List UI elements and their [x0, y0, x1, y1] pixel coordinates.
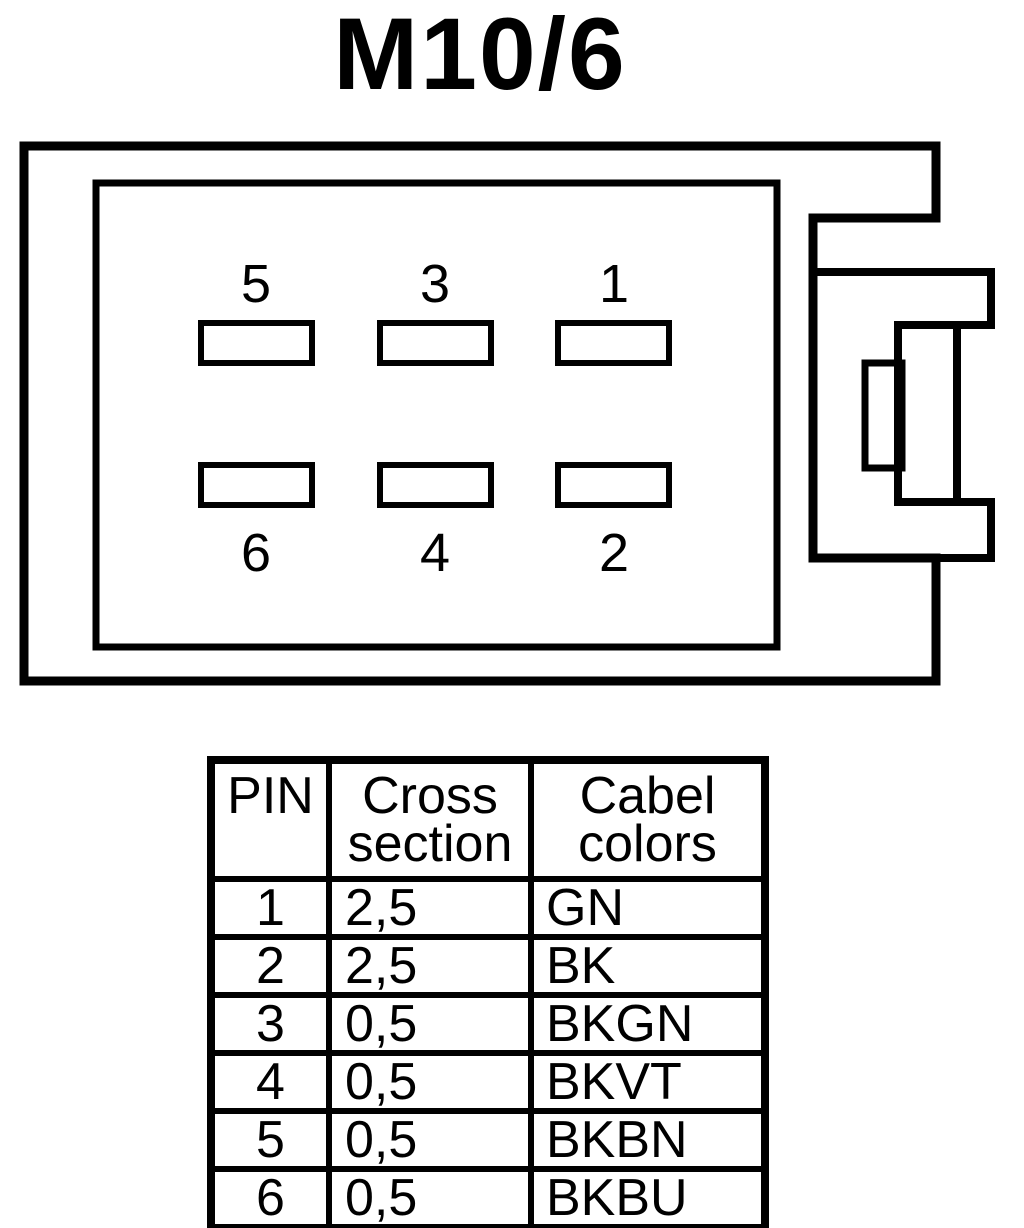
keying-slot-inner [861, 359, 906, 472]
cross-section-cell: 0,5 [326, 1166, 534, 1228]
cross-section-cell: 0,5 [326, 992, 534, 1056]
cable-color-cell: BKVT [528, 1050, 768, 1114]
pin-table: PIN Cross section Cabel colors 1 2,5 GN … [207, 756, 769, 1228]
cross-section-cell: 0,5 [326, 1050, 534, 1114]
connector-face-diagram: 5 3 1 6 4 2 [19, 141, 995, 686]
table-row: 3 0,5 BKGN [208, 992, 768, 1056]
keying-slot-outer [894, 321, 961, 506]
table-row: 6 0,5 BKBU [208, 1166, 768, 1228]
pin-label: 3 [420, 254, 450, 314]
cable-color-cell: BKGN [528, 992, 768, 1056]
pin-number-cell: 6 [208, 1166, 332, 1228]
connector-title: M10/6 [333, 0, 627, 111]
keying-protrusion-outline [813, 268, 995, 562]
table-header-row: PIN Cross section Cabel colors [208, 757, 768, 882]
table-row: 4 0,5 BKVT [208, 1050, 768, 1114]
cross-section-cell: 2,5 [326, 934, 534, 998]
pin-number-cell: 3 [208, 992, 332, 1056]
pin-slot-2 [555, 462, 672, 508]
pin-label: 4 [420, 523, 450, 583]
table-row: 1 2,5 GN [208, 876, 768, 940]
table-row: 2 2,5 BK [208, 934, 768, 998]
housing-outline [19, 141, 941, 686]
pin-number-cell: 5 [208, 1108, 332, 1172]
pin-label: 1 [599, 254, 629, 314]
cable-color-cell: BKBN [528, 1108, 768, 1172]
pin-label: 5 [241, 254, 271, 314]
pin-slot-4 [377, 462, 494, 508]
header-cable-colors: Cabel colors [528, 757, 768, 882]
pin-number-cell: 1 [208, 876, 332, 940]
pin-slot-1 [555, 320, 672, 366]
pin-label: 6 [241, 523, 271, 583]
pin-number-cell: 2 [208, 934, 332, 998]
cable-color-cell: BK [528, 934, 768, 998]
pin-field-outline [92, 179, 781, 651]
cable-color-cell: BKBU [528, 1166, 768, 1228]
cross-section-cell: 0,5 [326, 1108, 534, 1172]
pin-slot-6 [198, 462, 315, 508]
header-pin: PIN [208, 757, 332, 882]
cable-color-cell: GN [528, 876, 768, 940]
header-cross-section: Cross section [326, 757, 534, 882]
cross-section-cell: 2,5 [326, 876, 534, 940]
pin-label: 2 [599, 523, 629, 583]
pin-number-cell: 4 [208, 1050, 332, 1114]
pin-slot-3 [377, 320, 494, 366]
table-row: 5 0,5 BKBN [208, 1108, 768, 1172]
pin-slot-5 [198, 320, 315, 366]
